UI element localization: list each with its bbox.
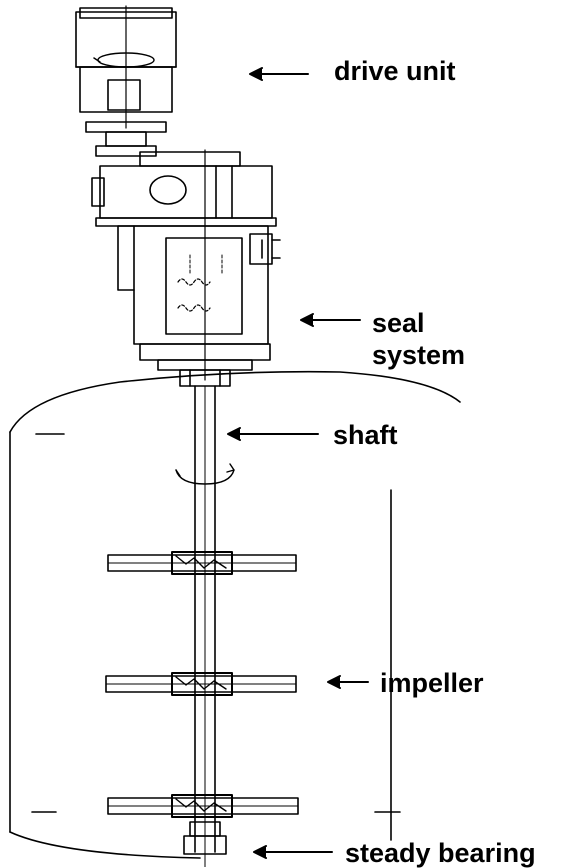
lantern-housing [133, 225, 269, 345]
pointer-arrows [227, 67, 369, 859]
label-drive-unit: drive unit [334, 56, 456, 86]
arrow-steady-bearing-icon [253, 845, 333, 859]
lantern-leg-left [117, 225, 135, 291]
arrow-impeller-icon [327, 675, 369, 689]
coupling [105, 131, 147, 147]
label-impeller: impeller [380, 668, 484, 698]
gearbox-top [139, 151, 241, 167]
label-steady-bearing: steady bearing [345, 838, 536, 868]
seal-window [165, 237, 243, 335]
impeller-bottom [107, 794, 299, 818]
drive-unit [75, 5, 177, 157]
coupling-base [95, 145, 157, 157]
rotation-arrow-shaft [175, 469, 235, 485]
vessel-bottom [9, 831, 201, 859]
impeller-middle [105, 672, 297, 696]
steady-bearing [183, 821, 227, 855]
label-seal: seal [372, 308, 425, 338]
label-shaft: shaft [333, 420, 398, 450]
arrow-seal-system-icon [300, 313, 361, 327]
seal-side-box [249, 233, 273, 265]
arrow-shaft-icon [227, 427, 319, 441]
gearbox [91, 151, 277, 227]
gearbox-window [149, 175, 187, 205]
gearbox-flange [95, 217, 277, 227]
seal-system [117, 149, 281, 387]
motor-cap [79, 7, 173, 19]
gearbox-side [91, 177, 105, 207]
shaft [175, 385, 235, 867]
motor-hub [107, 79, 141, 111]
impeller-top [107, 551, 297, 575]
label-system: system [372, 340, 466, 370]
arrow-drive-unit-icon [249, 67, 309, 81]
